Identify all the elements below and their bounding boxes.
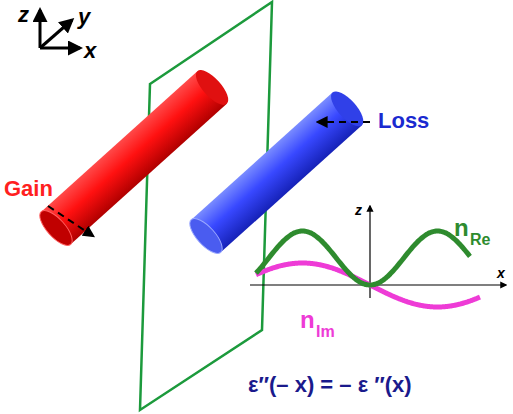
index-subscript: Im	[316, 324, 335, 340]
loss-label: Loss	[378, 110, 429, 132]
cylinder-cap	[185, 214, 228, 259]
cylinder-end	[191, 65, 234, 110]
loss-waveguide	[185, 86, 369, 258]
real-index-curve	[256, 231, 470, 285]
axis-label: z	[18, 4, 29, 26]
axis-label: z	[355, 203, 362, 217]
loss-pointer	[318, 121, 370, 123]
axis-label: x	[497, 266, 505, 280]
cylinder-cap	[35, 206, 78, 251]
cylinder-end	[326, 86, 369, 131]
symmetry-equation: ε″(– x) = – ε ″(x)	[248, 374, 412, 396]
index-symbol: n	[300, 308, 315, 332]
axis-label: y	[78, 6, 90, 28]
axis-label: x	[84, 40, 96, 62]
z-axis	[39, 10, 42, 48]
gain-pointer	[48, 206, 93, 236]
axes-symbol	[40, 10, 80, 48]
cylinder-body	[191, 93, 362, 253]
index-symbol: n	[454, 216, 469, 240]
gain-label: Gain	[4, 178, 53, 200]
x-axis	[40, 47, 80, 50]
inset-plot	[250, 206, 506, 307]
y-axis	[40, 20, 72, 48]
index-subscript: Re	[470, 232, 490, 248]
